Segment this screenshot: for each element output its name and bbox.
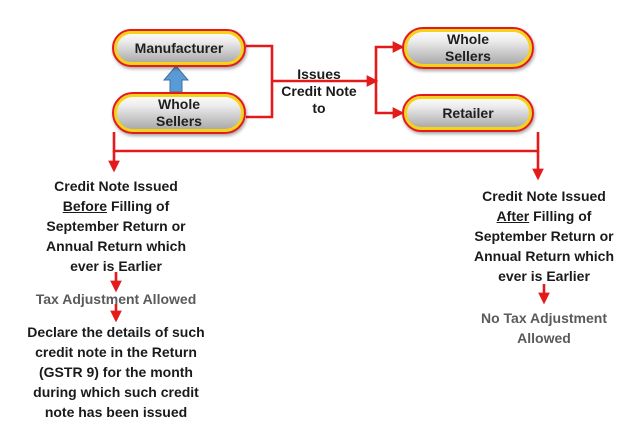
connector-label: Issues Credit Note to xyxy=(281,66,357,116)
manufacturer-node: Manufacturer xyxy=(112,29,246,67)
right-condition-text: Credit Note Issued After Filling of Sept… xyxy=(474,188,614,284)
left-condition-text: Credit Note Issued Before Filling of Sep… xyxy=(46,178,186,274)
tax-adjustment-allowed-text: Tax Adjustment Allowed xyxy=(35,291,197,307)
after-emphasis: After xyxy=(496,208,530,224)
no-tax-adjustment-text: No Tax Adjustment Allowed xyxy=(480,310,607,346)
whole-sellers-source-label: Whole Sellers xyxy=(156,96,202,129)
lower-bracket-line xyxy=(112,132,540,153)
manufacturer-label: Manufacturer xyxy=(134,39,224,56)
whole-sellers-target-node: Whole Sellers xyxy=(402,27,534,69)
whole-sellers-target-label: Whole Sellers xyxy=(445,31,491,64)
retailer-label: Retailer xyxy=(442,104,494,121)
before-emphasis: Before xyxy=(62,198,108,214)
left-detail-text: Declare the details of such credit note … xyxy=(27,324,205,420)
split-to-whole-sellers-arrow xyxy=(374,41,405,81)
whole-sellers-source-node: Whole Sellers xyxy=(112,92,246,134)
up-arrow-icon xyxy=(162,65,190,93)
split-to-retailer-arrow xyxy=(374,81,405,119)
retailer-node: Retailer xyxy=(402,94,534,132)
